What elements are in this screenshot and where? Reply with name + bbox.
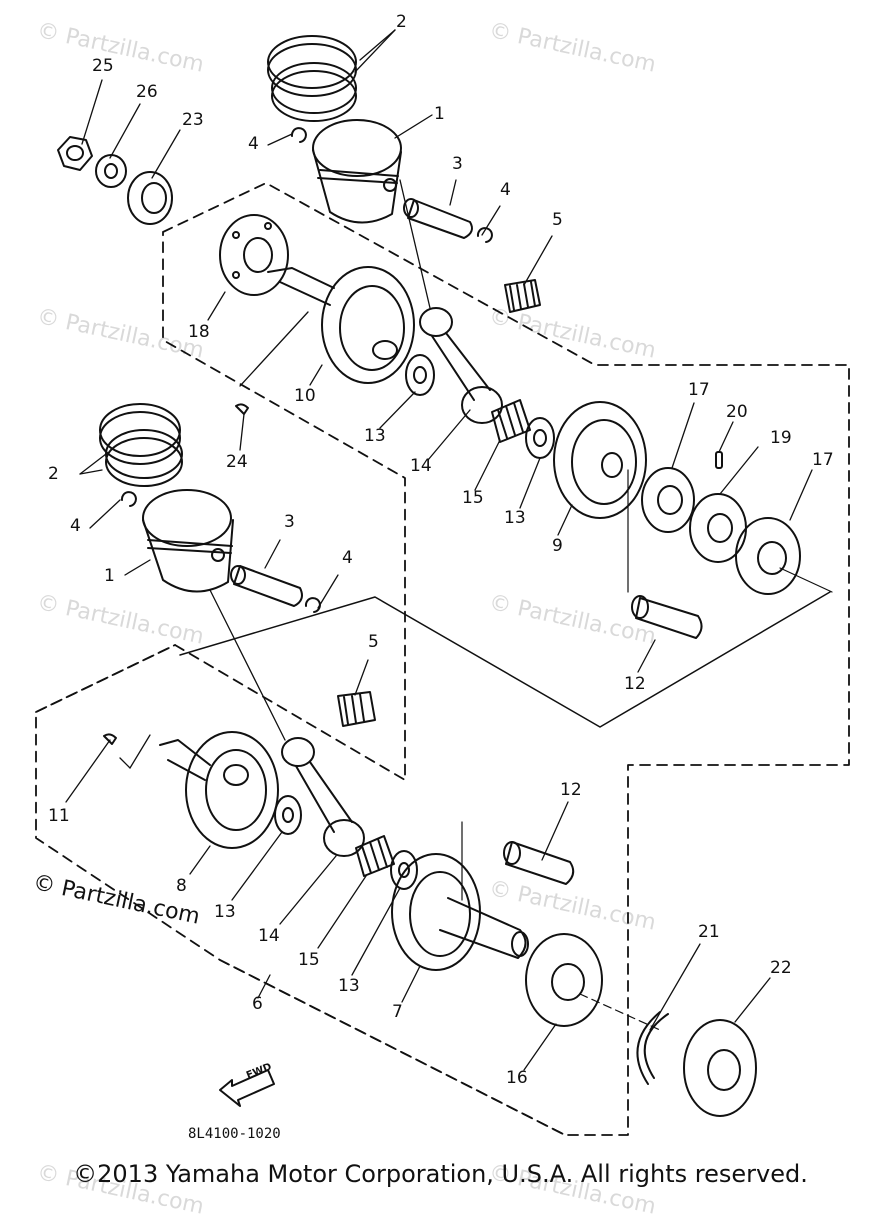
callout-1: 1 bbox=[434, 104, 445, 124]
leader-lines bbox=[65, 29, 813, 1071]
callout-11: 11 bbox=[48, 806, 70, 826]
callout-13: 13 bbox=[214, 902, 236, 922]
piston-pin-lower bbox=[230, 565, 303, 607]
callout-24: 24 bbox=[226, 452, 248, 472]
crankpin-bearing-upper bbox=[491, 399, 531, 443]
circlip-lower-left bbox=[120, 491, 137, 507]
woodruff-key-24 bbox=[235, 403, 249, 415]
callout-15: 15 bbox=[298, 950, 320, 970]
upper-crank-group-outline bbox=[35, 182, 850, 1136]
callout-12: 12 bbox=[560, 780, 582, 800]
callout-14: 14 bbox=[258, 926, 280, 946]
callout-4: 4 bbox=[342, 548, 353, 568]
connecting-rod-upper bbox=[419, 307, 503, 424]
circlip-lower-right bbox=[304, 597, 321, 613]
circlip-21 bbox=[636, 1011, 669, 1085]
crank-web-9 bbox=[553, 401, 647, 519]
thrust-washer-lower-a bbox=[274, 795, 302, 835]
callout-9: 9 bbox=[552, 536, 563, 556]
callout-2: 2 bbox=[396, 12, 407, 32]
key-20 bbox=[715, 451, 723, 469]
callout-15: 15 bbox=[462, 488, 484, 508]
lower-crank-group-outline bbox=[35, 644, 566, 1136]
callout-2: 2 bbox=[48, 464, 59, 484]
callout-7: 7 bbox=[392, 1002, 403, 1022]
callout-23: 23 bbox=[182, 110, 204, 130]
crank-web-8 bbox=[159, 731, 279, 849]
piston-upper bbox=[312, 119, 402, 224]
callout-13: 13 bbox=[338, 976, 360, 996]
callout-1: 1 bbox=[104, 566, 115, 586]
callout-8: 8 bbox=[176, 876, 187, 896]
crankpin-right bbox=[631, 595, 703, 639]
section-line bbox=[179, 591, 831, 728]
callout-3: 3 bbox=[452, 154, 463, 174]
callout-25: 25 bbox=[92, 56, 114, 76]
callout-5: 5 bbox=[552, 210, 563, 230]
fwd-arrow-icon bbox=[219, 1069, 275, 1107]
bearing-18 bbox=[219, 214, 289, 296]
thrust-washer-upper-a bbox=[405, 354, 435, 396]
piston-pin-upper bbox=[403, 198, 473, 239]
connecting-rod-lower bbox=[281, 737, 365, 857]
oil-seal-22 bbox=[683, 1019, 757, 1117]
callout-13: 13 bbox=[504, 508, 526, 528]
callout-14: 14 bbox=[410, 456, 432, 476]
callout-4: 4 bbox=[70, 516, 81, 536]
callout-18: 18 bbox=[188, 322, 210, 342]
callout-17: 17 bbox=[812, 450, 834, 470]
nut bbox=[57, 136, 93, 171]
part-code: 8L4100-1020 bbox=[188, 1126, 281, 1142]
piston-rings-lower bbox=[99, 403, 183, 487]
yamaha-copyright: ©2013 Yamaha Motor Corporation, U.S.A. A… bbox=[73, 1160, 808, 1188]
callout-3: 3 bbox=[284, 512, 295, 532]
bearing-17-left bbox=[641, 467, 695, 533]
bearing-16 bbox=[525, 933, 603, 1027]
crankpin-bearing-lower bbox=[355, 835, 395, 877]
needle-bearing-upper bbox=[504, 279, 541, 313]
bearing-17-right bbox=[735, 517, 801, 595]
thrust-washer-lower-b bbox=[390, 850, 418, 890]
crankpin-lower bbox=[503, 841, 575, 885]
oil-seal-upper bbox=[127, 171, 173, 225]
callout-22: 22 bbox=[770, 958, 792, 978]
piston-lower bbox=[142, 489, 234, 593]
callout-20: 20 bbox=[726, 402, 748, 422]
callout-26: 26 bbox=[136, 82, 158, 102]
labyrinth-seal-19 bbox=[689, 493, 747, 563]
callout-21: 21 bbox=[698, 922, 720, 942]
callout-17: 17 bbox=[688, 380, 710, 400]
callout-6: 6 bbox=[252, 994, 263, 1014]
circlip-upper-left bbox=[290, 127, 307, 143]
callout-5: 5 bbox=[368, 632, 379, 652]
thrust-washer-upper-b bbox=[525, 417, 555, 459]
crank-web-7 bbox=[391, 853, 529, 971]
woodruff-key-11 bbox=[103, 733, 117, 745]
washer bbox=[95, 154, 127, 188]
callout-4: 4 bbox=[248, 134, 259, 154]
callout-13: 13 bbox=[364, 426, 386, 446]
callout-12: 12 bbox=[624, 674, 646, 694]
circlip-upper-right bbox=[476, 227, 493, 243]
needle-bearing-lower bbox=[337, 691, 376, 727]
callout-10: 10 bbox=[294, 386, 316, 406]
callout-16: 16 bbox=[506, 1068, 528, 1088]
crank-web-10 bbox=[267, 266, 415, 384]
callout-4: 4 bbox=[500, 180, 511, 200]
piston-rings-upper bbox=[267, 35, 357, 122]
callout-19: 19 bbox=[770, 428, 792, 448]
